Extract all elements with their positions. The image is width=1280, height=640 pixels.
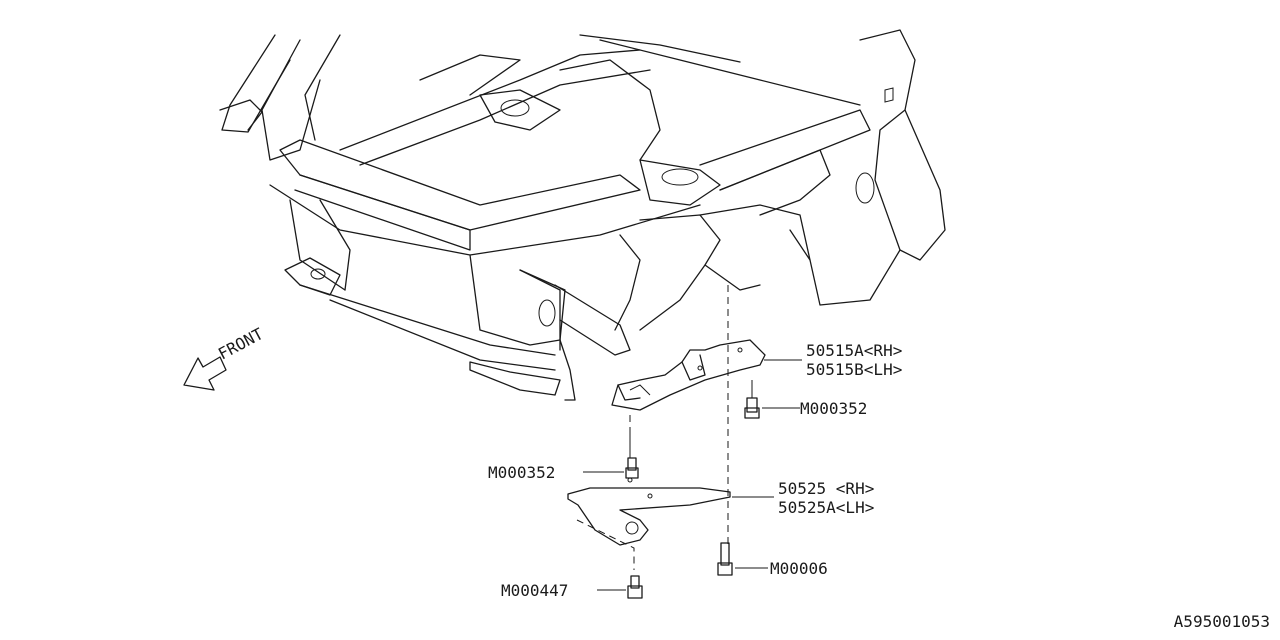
plate-50525 <box>567 477 731 546</box>
callout-m00006: M00006 <box>770 559 828 578</box>
assembly-lines <box>576 285 729 570</box>
callout-50515a-rh: 50515A<RH> <box>806 341 902 360</box>
callout-50525a-lh: 50525A<LH> <box>778 498 874 517</box>
front-body-frame <box>219 29 946 401</box>
callout-m000352-right: M000352 <box>800 399 867 418</box>
bolt-plate-right <box>717 542 733 576</box>
callout-m000352-left: M000352 <box>488 463 555 482</box>
bolt-plate-left <box>627 575 643 599</box>
callout-m000447: M000447 <box>501 581 568 600</box>
bolt-upper-left <box>625 430 639 479</box>
callout-50515b-lh: 50515B<LH> <box>806 360 902 379</box>
front-label: FRONT <box>215 324 267 364</box>
callout-50525-rh: 50525 <RH> <box>778 479 874 498</box>
bolt-upper-right <box>744 380 760 419</box>
front-direction-arrow: FRONT <box>183 324 267 391</box>
bracket-50515 <box>611 339 766 411</box>
leader-lines <box>583 359 802 591</box>
diagram-id: A595001053 <box>1174 612 1270 631</box>
